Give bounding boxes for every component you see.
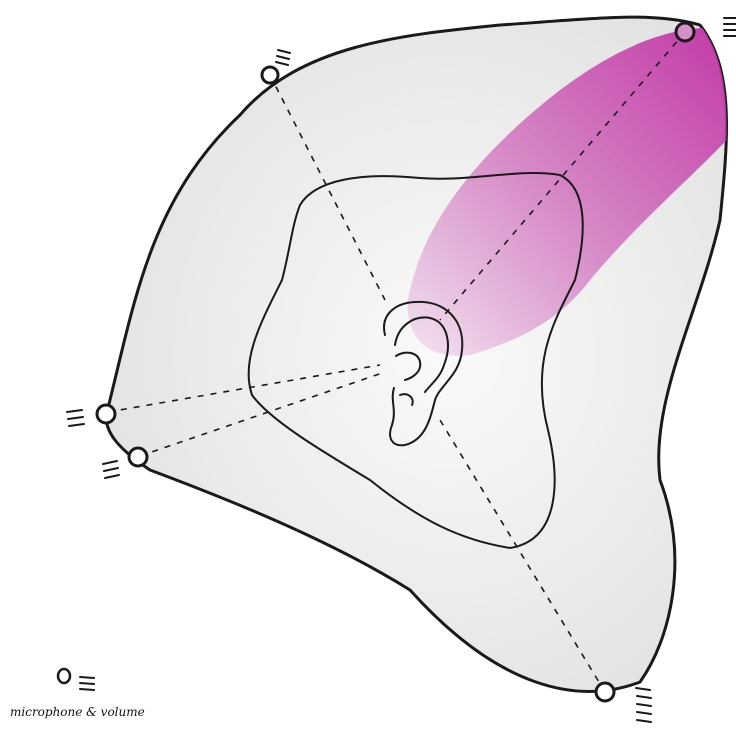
volume-bars-icon xyxy=(724,18,736,36)
microphone-icon xyxy=(596,683,614,701)
volume-bars-icon xyxy=(276,50,290,65)
microphone-icon xyxy=(262,67,278,83)
mic-bottom xyxy=(596,683,651,722)
microphone-icon xyxy=(97,405,115,423)
microphone-icon xyxy=(129,448,147,466)
microphone-icon xyxy=(676,23,694,41)
volume-bars-icon xyxy=(103,461,119,478)
mic-left-upper xyxy=(67,405,115,426)
legend-label: microphone & volume xyxy=(10,705,145,719)
volume-bars-icon xyxy=(636,688,651,722)
legend-microphone-icon xyxy=(58,669,94,690)
volume-bars-icon xyxy=(67,410,84,426)
